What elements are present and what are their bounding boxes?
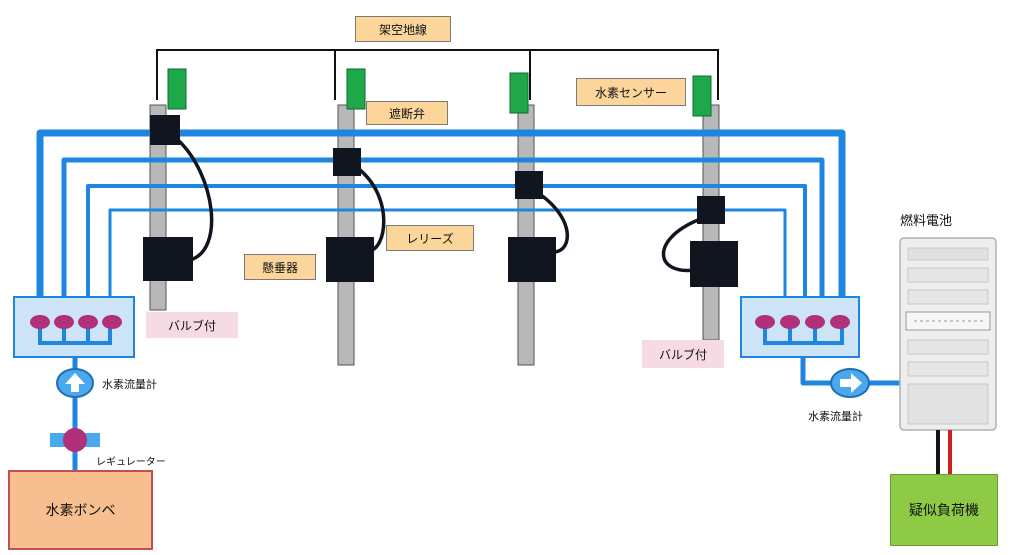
cutoff-valve-1 [150, 115, 180, 145]
hydrogen-cylinder-label: 水素ボンベ [45, 503, 116, 519]
hydrogen-cylinder: 水素ボンベ [8, 470, 153, 550]
pipe-4 [108, 208, 787, 310]
release-label: レリーズ [386, 225, 474, 251]
fuel-cell-unit [899, 237, 997, 431]
flowmeter-label-left: 水素流量計 [102, 378, 157, 391]
insulators [143, 237, 738, 287]
release-cables [176, 138, 699, 273]
sensor-2 [346, 68, 366, 110]
insulator-label: 懸垂器 [244, 254, 316, 280]
ground-wire-frame [156, 49, 719, 100]
flowmeter-left-icon [56, 368, 94, 398]
cutoff-valve-2 [333, 148, 361, 176]
cutoff-valve-label: 遮断弁 [366, 101, 448, 125]
overhead-ground-wire-label: 架空地線 [355, 16, 451, 42]
cutoff-valve-3 [515, 171, 543, 199]
hydrogen-pipes [36, 129, 900, 470]
insulator-4 [690, 241, 738, 287]
manifold-left [13, 296, 135, 358]
hydrogen-sensor-label: 水素センサー [576, 78, 686, 106]
valve-label-left: バルブ付 [146, 312, 238, 338]
insulator-3 [508, 237, 556, 282]
regulator-icon [50, 428, 100, 452]
cable-2 [358, 168, 386, 252]
cable-3 [539, 193, 569, 254]
hydrogen-sensors [167, 68, 712, 117]
cable-1 [176, 138, 214, 262]
flowmeter-label-right: 水素流量計 [808, 410, 863, 423]
pipe-1 [36, 129, 846, 310]
fuel-cell-label: 燃料電池 [900, 214, 953, 229]
pipe-2 [61, 157, 825, 310]
sensor-4 [692, 75, 712, 117]
power-cables [936, 430, 952, 478]
dummy-load-label: 疑似負荷機 [909, 503, 979, 519]
manifold-right [740, 296, 860, 358]
dummy-load: 疑似負荷機 [890, 474, 998, 546]
cutoff-valves [150, 115, 725, 224]
sensor-1 [167, 68, 187, 110]
pipe-3 [86, 184, 807, 310]
regulator-label: レギュレーター [96, 456, 166, 468]
cable-4 [661, 218, 699, 273]
sensor-3 [509, 72, 529, 114]
valve-label-right: バルブ付 [642, 340, 724, 368]
flowmeter-right-icon [830, 368, 870, 398]
insulator-1 [143, 237, 193, 281]
pole-2 [337, 104, 355, 366]
cutoff-valve-4 [697, 196, 725, 224]
insulator-2 [326, 237, 374, 282]
pole-3 [517, 104, 535, 366]
